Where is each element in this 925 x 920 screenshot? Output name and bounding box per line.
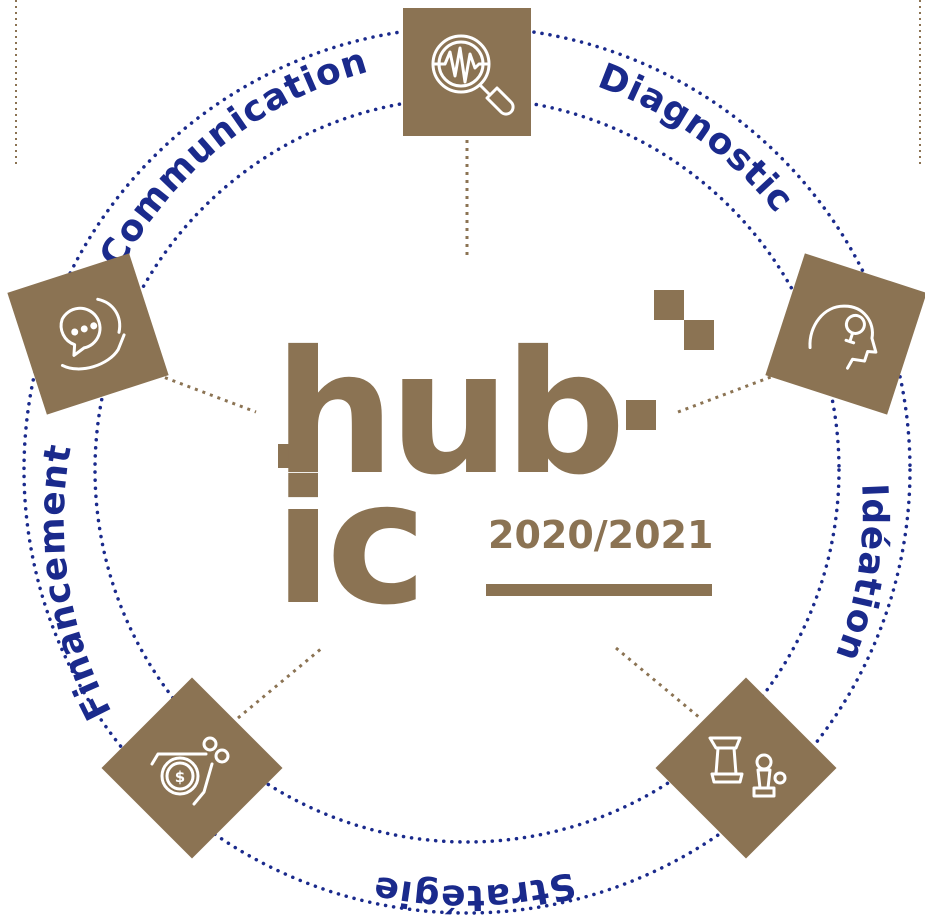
year-label: 2020/2021 [488,513,713,557]
label-financement: Financement [31,441,119,727]
lightbulb-head-icon [808,304,878,370]
inner-ring [93,96,841,844]
logo-line-1: hub [274,315,620,513]
logo-pixel-1 [654,290,684,320]
spoke-strategie [615,646,701,720]
node-ideation [765,253,925,415]
magnifier-waveform-icon [431,34,515,116]
logo-line-2: ic [274,445,421,643]
node-diagnostic [403,8,531,136]
label-diagnostic: Diagnostic [593,56,802,220]
year-underline [486,584,712,596]
speech-bubble-hands-icon [59,297,126,371]
label-strategie: Stratégie [369,863,579,918]
spoke-financement [237,646,323,720]
logo-pixel-2 [684,320,714,350]
outer-ring [22,25,912,915]
node-communication [7,253,169,415]
svg-text:$: $ [175,768,185,786]
node-financement: $ [101,677,283,859]
hubic-logo: hub ic 2020/2021 [274,290,714,643]
chess-pieces-icon [708,736,787,798]
node-strategie [655,677,837,859]
label-communication: Communication [92,40,372,274]
logo-pixel-3 [626,400,656,430]
logo-pixel-4 [278,444,302,468]
spoke-ideation [677,370,785,414]
spokes [149,140,785,720]
coins-hand-icon: $ [150,736,230,806]
spoke-communication [149,370,257,414]
